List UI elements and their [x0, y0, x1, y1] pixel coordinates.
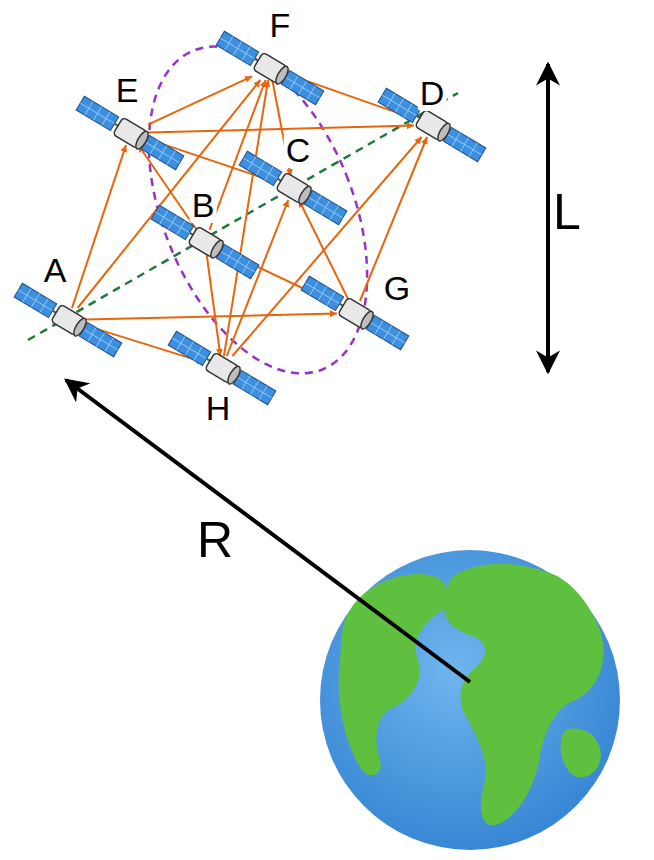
- link-arrow: [86, 313, 337, 319]
- satellite-label: D: [418, 75, 447, 111]
- satellite-label: G: [382, 270, 412, 306]
- dimension-label: L: [550, 185, 584, 239]
- satellite-label: E: [114, 72, 141, 108]
- link-arrow: [232, 137, 421, 356]
- satellite-node: A: [50, 308, 86, 332]
- satellite-label: A: [42, 252, 69, 288]
- link-arrow: [72, 145, 126, 308]
- link-arrow: [227, 200, 289, 356]
- satellite-node: G: [337, 301, 373, 325]
- satellite-label: F: [268, 7, 293, 43]
- link-arrow: [209, 80, 265, 230]
- satellite-icon: [0, 275, 138, 365]
- axis-line: [28, 93, 458, 340]
- satellite-node: H: [204, 356, 240, 380]
- radius-arrow: [66, 380, 470, 682]
- link-arrow: [224, 80, 268, 356]
- satellite-label: B: [190, 187, 217, 223]
- satellite-node: B: [187, 230, 223, 254]
- earth: [320, 550, 620, 850]
- satellite-label: C: [284, 132, 313, 168]
- satellite-node: E: [112, 121, 148, 145]
- link-arrow: [148, 76, 252, 124]
- satellite-node: C: [275, 176, 311, 200]
- satellite-node: F: [252, 56, 288, 80]
- link-arrow: [207, 254, 221, 356]
- satellite-node: D: [414, 113, 450, 137]
- dimension-label: R: [194, 513, 236, 567]
- satellite-label: H: [204, 390, 233, 426]
